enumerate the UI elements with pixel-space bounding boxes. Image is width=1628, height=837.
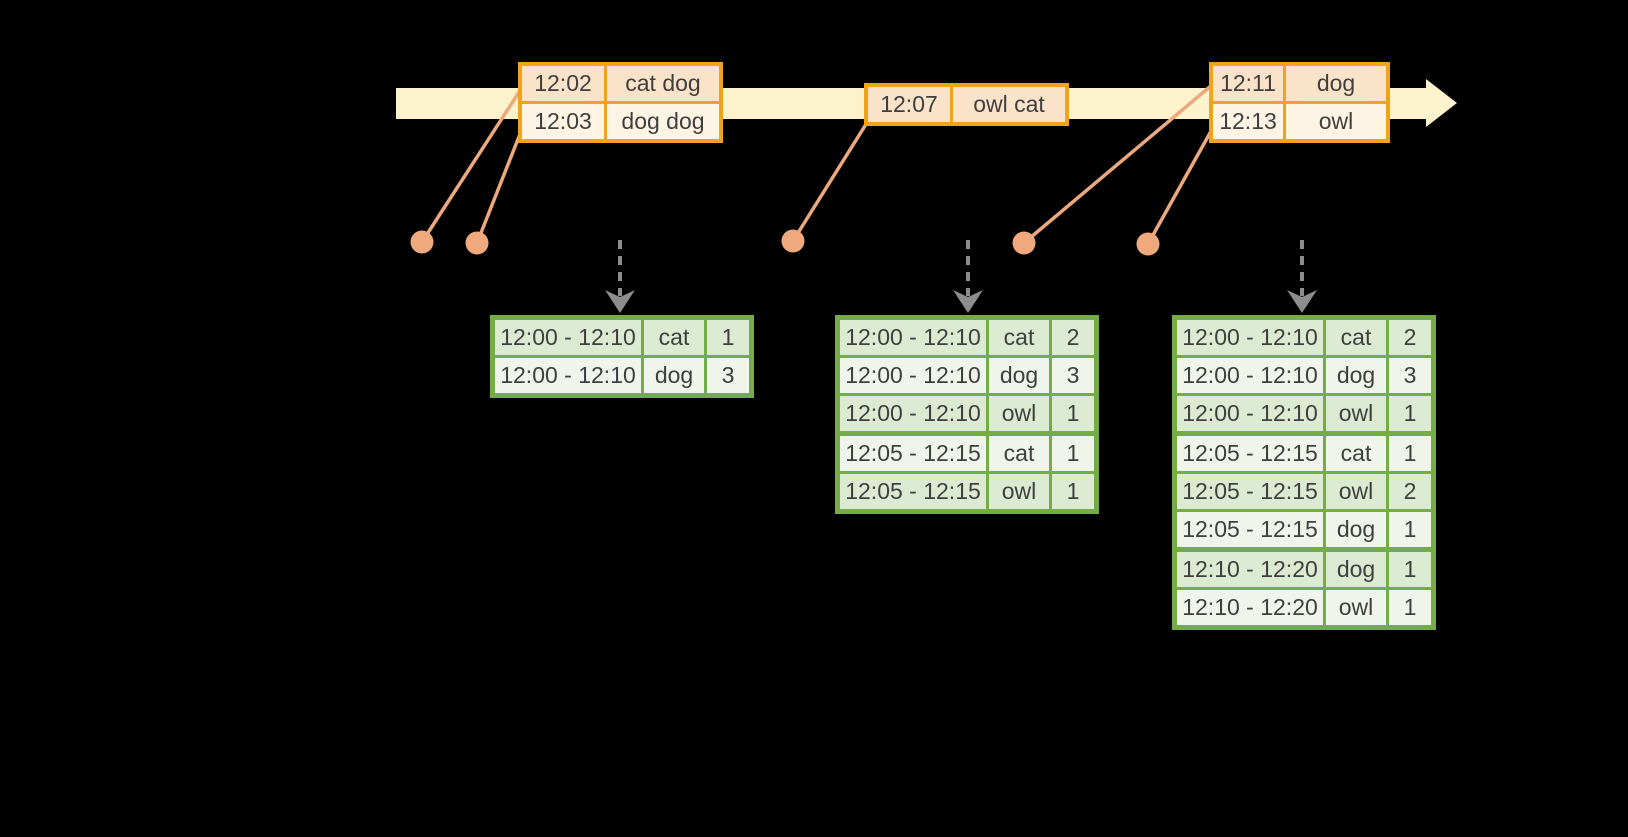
- event-words-cell: owl cat: [953, 87, 1065, 122]
- event-time-cell: 12:03: [522, 104, 607, 139]
- event-row: 12:02 cat dog: [522, 66, 719, 101]
- word-cell: dog: [1326, 358, 1389, 393]
- word-cell: owl: [1326, 396, 1389, 431]
- result-row: 12:00 - 12:10 dog 3: [495, 355, 749, 393]
- event-table: 12:11 dog 12:13 owl: [1209, 62, 1390, 143]
- result-row: 12:05 - 12:15 cat 1: [840, 431, 1094, 471]
- count-cell: 1: [1389, 436, 1431, 471]
- event-table: 12:07 owl cat: [864, 83, 1069, 126]
- count-cell: 1: [1052, 396, 1094, 431]
- event-words-cell: owl: [1286, 104, 1386, 139]
- down-arrow-icon: [1287, 290, 1317, 313]
- count-cell: 1: [707, 320, 749, 355]
- window-cell: 12:00 - 12:10: [495, 320, 644, 355]
- word-cell: dog: [1326, 512, 1389, 547]
- word-cell: owl: [989, 396, 1052, 431]
- event-dot-icon: [410, 230, 434, 254]
- result-row: 12:05 - 12:15 owl 2: [1177, 471, 1431, 509]
- down-arrow-icon: [953, 290, 983, 313]
- word-cell: cat: [644, 320, 707, 355]
- window-cell: 12:05 - 12:15: [840, 436, 989, 471]
- word-cell: cat: [1326, 320, 1389, 355]
- count-cell: 1: [1389, 590, 1431, 625]
- window-cell: 12:10 - 12:20: [1177, 552, 1326, 587]
- window-cell: 12:00 - 12:10: [840, 358, 989, 393]
- count-cell: 2: [1389, 474, 1431, 509]
- count-cell: 1: [1389, 396, 1431, 431]
- event-table: 12:02 cat dog 12:03 dog dog: [518, 62, 723, 143]
- window-cell: 12:05 - 12:15: [1177, 474, 1326, 509]
- count-cell: 1: [1389, 552, 1431, 587]
- down-arrow-icon: [605, 290, 635, 313]
- word-cell: owl: [1326, 474, 1389, 509]
- result-row: 12:00 - 12:10 cat 1: [495, 320, 749, 355]
- result-row: 12:10 - 12:20 dog 1: [1177, 547, 1431, 587]
- connector-line: [1146, 123, 1217, 245]
- event-dot-icon: [465, 231, 489, 255]
- result-row: 12:00 - 12:10 owl 1: [1177, 393, 1431, 431]
- result-row: 12:05 - 12:15 cat 1: [1177, 431, 1431, 471]
- event-dot-icon: [781, 229, 805, 253]
- event-row: 12:11 dog: [1213, 66, 1386, 101]
- count-cell: 1: [1389, 512, 1431, 547]
- window-cell: 12:05 - 12:15: [840, 474, 989, 509]
- word-cell: dog: [644, 358, 707, 393]
- event-time-cell: 12:07: [868, 87, 953, 122]
- word-cell: dog: [1326, 552, 1389, 587]
- event-dot-icon: [1136, 232, 1160, 256]
- event-row: 12:07 owl cat: [868, 87, 1065, 122]
- connector-line: [420, 85, 525, 243]
- event-time-cell: 12:02: [522, 66, 607, 101]
- event-words-cell: dog dog: [607, 104, 719, 139]
- event-words-cell: dog: [1286, 66, 1386, 101]
- word-cell: owl: [1326, 590, 1389, 625]
- window-cell: 12:05 - 12:15: [1177, 512, 1326, 547]
- window-cell: 12:00 - 12:10: [1177, 396, 1326, 431]
- event-words-cell: cat dog: [607, 66, 719, 101]
- result-row: 12:00 - 12:10 dog 3: [840, 355, 1094, 393]
- result-table: 12:00 - 12:10 cat 2 12:00 - 12:10 dog 3 …: [835, 315, 1099, 514]
- result-row: 12:10 - 12:20 owl 1: [1177, 587, 1431, 625]
- window-cell: 12:00 - 12:10: [840, 320, 989, 355]
- event-dot-icon: [1012, 231, 1036, 255]
- word-cell: owl: [989, 474, 1052, 509]
- window-cell: 12:00 - 12:10: [1177, 358, 1326, 393]
- event-time-cell: 12:11: [1213, 66, 1286, 101]
- result-row: 12:05 - 12:15 owl 1: [840, 471, 1094, 509]
- connector-line: [791, 120, 870, 242]
- window-cell: 12:00 - 12:10: [840, 396, 989, 431]
- event-row: 12:03 dog dog: [522, 101, 719, 139]
- count-cell: 3: [1052, 358, 1094, 393]
- window-cell: 12:10 - 12:20: [1177, 590, 1326, 625]
- count-cell: 2: [1389, 320, 1431, 355]
- word-cell: cat: [989, 320, 1052, 355]
- word-cell: dog: [989, 358, 1052, 393]
- window-cell: 12:00 - 12:10: [495, 358, 644, 393]
- event-time-cell: 12:13: [1213, 104, 1286, 139]
- count-cell: 1: [1052, 474, 1094, 509]
- window-cell: 12:05 - 12:15: [1177, 436, 1326, 471]
- result-row: 12:00 - 12:10 owl 1: [840, 393, 1094, 431]
- result-table: 12:00 - 12:10 cat 1 12:00 - 12:10 dog 3: [490, 315, 754, 398]
- connector-line: [1022, 83, 1214, 245]
- result-row: 12:05 - 12:15 dog 1: [1177, 509, 1431, 547]
- word-cell: cat: [1326, 436, 1389, 471]
- result-table: 12:00 - 12:10 cat 2 12:00 - 12:10 dog 3 …: [1172, 315, 1436, 630]
- word-cell: cat: [989, 436, 1052, 471]
- count-cell: 1: [1052, 436, 1094, 471]
- connector-line: [475, 123, 526, 244]
- result-row: 12:00 - 12:10 cat 2: [1177, 320, 1431, 355]
- result-row: 12:00 - 12:10 cat 2: [840, 320, 1094, 355]
- event-row: 12:13 owl: [1213, 101, 1386, 139]
- count-cell: 2: [1052, 320, 1094, 355]
- result-row: 12:00 - 12:10 dog 3: [1177, 355, 1431, 393]
- count-cell: 3: [1389, 358, 1431, 393]
- window-cell: 12:00 - 12:10: [1177, 320, 1326, 355]
- count-cell: 3: [707, 358, 749, 393]
